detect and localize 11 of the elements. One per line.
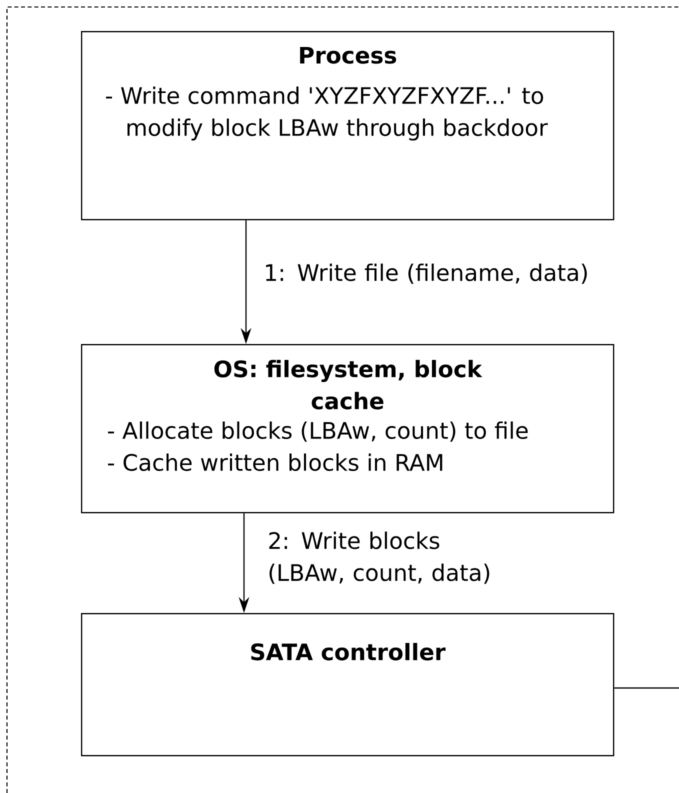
process-box bbox=[81, 613, 614, 756]
box-heading: Process bbox=[300, 46, 396, 64]
box-text: - Cache written blocks in RAM bbox=[108, 453, 442, 472]
process-box bbox=[81, 31, 614, 220]
process-box bbox=[81, 344, 614, 514]
edge-label: 1: Write file (filename, data) bbox=[266, 264, 587, 284]
box-heading: OS: filesystem, block cache bbox=[214, 360, 482, 410]
box-text: - Allocate blocks (LBAw, count) to file bbox=[108, 421, 528, 442]
box-heading: SATA controller bbox=[251, 642, 446, 660]
box-text: - Write command 'XYZFXYZFXYZF...' to modify block LBAw through backdoor bbox=[106, 86, 548, 140]
edge-label: 2: Write blocks (LBAw, count, data) bbox=[269, 532, 490, 584]
